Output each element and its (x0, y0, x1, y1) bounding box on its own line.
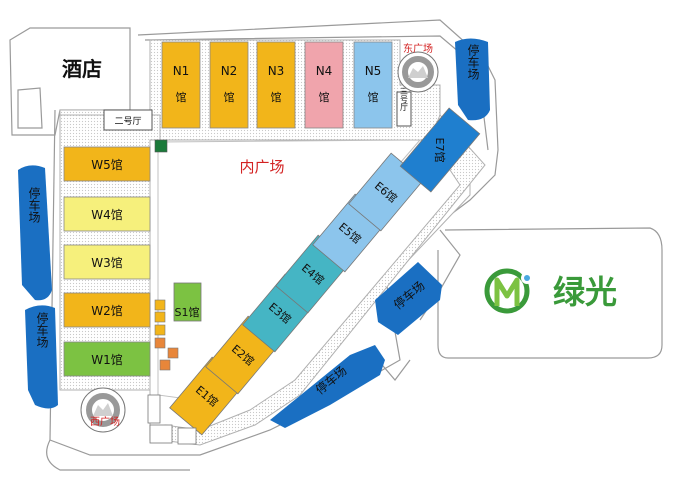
hall-label: W2馆 (91, 303, 123, 318)
hall-suffix: 馆 (368, 90, 379, 104)
hall-code: N4 (316, 64, 333, 78)
hall-suffix: 馆 (271, 90, 282, 104)
information-kiosk (154, 139, 168, 153)
hall-n1[interactable]: N1 馆 (161, 41, 201, 129)
hall-n3[interactable]: N3 馆 (256, 41, 296, 129)
service-kiosks (154, 299, 179, 371)
hall-label: W1馆 (91, 352, 123, 367)
s1-hall[interactable]: S1馆 (173, 282, 202, 322)
hall-three[interactable]: 三号厅 (396, 87, 412, 127)
hall-suffix: 馆 (176, 90, 187, 104)
brand-name: 绿光 (553, 273, 617, 311)
parking-lot-west-upper (18, 165, 52, 301)
brand-logo: 绿光 (484, 268, 617, 314)
brand-logo-mark (484, 268, 533, 314)
parking-label: 停车场 (466, 43, 480, 80)
hall-code: N5 (365, 64, 382, 78)
north-halls: N1 馆 N2 馆 N3 馆 N4 馆 N5 馆 (161, 41, 393, 129)
hall-w2[interactable]: W2馆 (63, 292, 151, 328)
hall-three-label: 三号厅 (400, 87, 409, 111)
parking-lot-east-small (375, 262, 442, 335)
hall-n2[interactable]: N2 馆 (209, 41, 249, 129)
west-plaza[interactable]: 西广场 (80, 387, 126, 433)
parking-label: 停车场 (35, 311, 49, 348)
hall-code: N3 (268, 64, 285, 78)
parking-lot-southeast (270, 345, 385, 428)
east-plaza-label: 东广场 (403, 42, 433, 55)
hall-w5[interactable]: W5馆 (63, 146, 151, 182)
hall-n4[interactable]: N4 馆 (304, 41, 344, 129)
inner-plaza-label: 内广场 (239, 158, 284, 176)
hall-w3[interactable]: W3馆 (63, 244, 151, 280)
hall-w1[interactable]: W1馆 (63, 341, 151, 377)
hotel-label: 酒店 (62, 57, 102, 81)
hall-code: N2 (221, 64, 238, 78)
east-plaza[interactable]: 东广场 (397, 42, 439, 93)
hall-e7[interactable]: E7馆 (399, 107, 481, 193)
west-plaza-label: 西广场 (90, 415, 120, 428)
hall-two-label: 二号厅 (114, 116, 141, 127)
hall-label: W4馆 (91, 207, 123, 222)
hall-suffix: 馆 (319, 90, 330, 104)
hall-two[interactable]: 二号厅 (103, 109, 153, 131)
s1-hall-label: S1馆 (175, 305, 200, 319)
west-halls: W5馆 W4馆 W3馆 W2馆 W1馆 (63, 146, 151, 377)
parking-lot-west-lower (25, 305, 58, 409)
hall-code: N1 (173, 64, 190, 78)
hall-n5[interactable]: N5 馆 (353, 41, 393, 129)
hall-suffix: 馆 (224, 90, 235, 104)
hall-label: W3馆 (91, 255, 123, 270)
hall-e6[interactable]: E6馆 (348, 152, 424, 232)
parking-lot-northeast (455, 38, 490, 121)
hall-w4[interactable]: W4馆 (63, 196, 151, 232)
hall-label: W5馆 (91, 157, 123, 172)
parking-lots (18, 38, 490, 428)
parking-label: 停车场 (27, 186, 41, 223)
hall-label: E7馆 (433, 138, 447, 163)
gate-structures (147, 394, 197, 445)
